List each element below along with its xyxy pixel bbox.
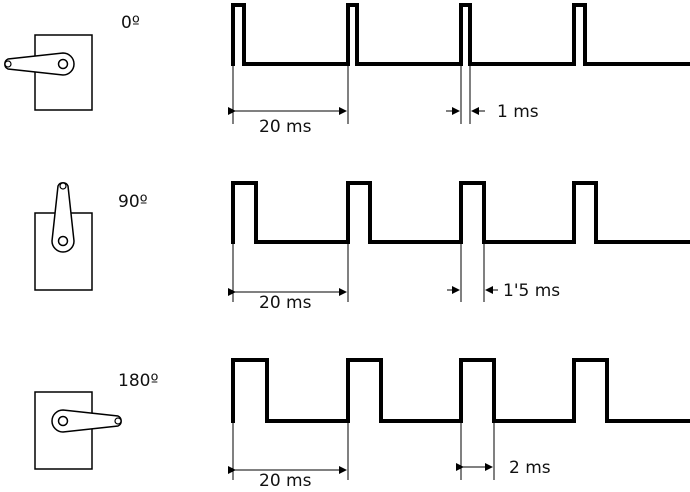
row-0deg: 0º 20 ms 1 ms: [4, 3, 690, 137]
angle-label: 90º: [118, 192, 148, 212]
servo-90deg: [34, 182, 93, 291]
period-dimension: [228, 423, 349, 480]
angle-label: 180º: [118, 371, 158, 391]
pulse-dimension: [447, 244, 498, 302]
servo-0deg: [4, 34, 93, 111]
pulse-waveform: [231, 358, 690, 423]
row-90deg: 90º 20 ms 1'5 ms: [34, 181, 690, 313]
pulse-label: 2 ms: [509, 458, 551, 478]
servo-180deg: [34, 391, 122, 470]
row-180deg: 180º 20 ms 2 ms: [34, 358, 690, 491]
angle-label: 0º: [121, 13, 140, 33]
period-dimension: [228, 244, 349, 302]
pulse-dimension: [456, 423, 495, 480]
servo-horn: [51, 409, 122, 433]
pulse-waveform: [231, 3, 690, 66]
pulse-label: 1 ms: [497, 102, 539, 122]
pulse-waveform: [231, 181, 690, 244]
period-label: 20 ms: [259, 117, 312, 137]
period-label: 20 ms: [259, 471, 312, 491]
period-label: 20 ms: [259, 293, 312, 313]
pulse-dimension: [446, 66, 485, 124]
pulse-label: 1'5 ms: [503, 281, 560, 301]
period-dimension: [228, 66, 349, 124]
servo-horn: [51, 182, 75, 253]
servo-horn: [4, 52, 75, 76]
